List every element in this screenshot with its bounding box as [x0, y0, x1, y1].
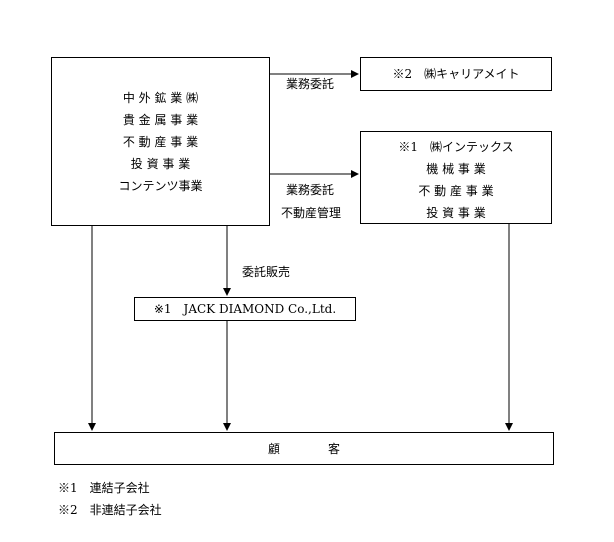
main-company-line-3: 不 動 産 事 業 [122, 135, 199, 149]
intex-line-1: ※1 ㈱インテックス [398, 140, 514, 154]
main-company-line-2: 貴 金 属 事 業 [122, 113, 199, 127]
main-company-box: 中 外 鉱 業 ㈱ 貴 金 属 事 業 不 動 産 事 業 投 資 事 業 コン… [51, 57, 270, 226]
career-mate-box: ※2 ㈱キャリアメイト [360, 57, 552, 91]
edge-label-gyomu-itaku-mid: 業務委託 [286, 183, 335, 197]
main-company-line-4: 投 資 事 業 [130, 157, 191, 171]
jack-diamond-label: ※1 JACK DIAMOND Co.,Ltd. [153, 302, 337, 316]
edge-label-gyomu-itaku-top: 業務委託 [286, 77, 335, 91]
intex-line-3: 不 動 産 事 業 [418, 184, 494, 198]
jack-diamond-box: ※1 JACK DIAMOND Co.,Ltd. [134, 297, 356, 321]
note-consolidated: ※1 連結子会社 [58, 481, 150, 495]
intex-line-2: 機 械 事 業 [426, 162, 486, 176]
edge-label-fudosan-kanri: 不動産管理 [281, 206, 342, 220]
note-nonconsolidated: ※2 非連結子会社 [58, 503, 162, 517]
intex-box: ※1 ㈱インテックス 機 械 事 業 不 動 産 事 業 投 資 事 業 [360, 131, 552, 224]
customer-label: 顧 客 [267, 442, 340, 456]
main-company-line-5: コンテンツ事業 [118, 179, 203, 193]
intex-line-4: 投 資 事 業 [426, 206, 486, 220]
customer-box: 顧 客 [54, 432, 554, 465]
main-company-line-1: 中 外 鉱 業 ㈱ [122, 91, 199, 105]
edge-label-itaku-hanbai: 委託販売 [242, 265, 291, 279]
career-mate-label: ※2 ㈱キャリアメイト [392, 67, 520, 81]
